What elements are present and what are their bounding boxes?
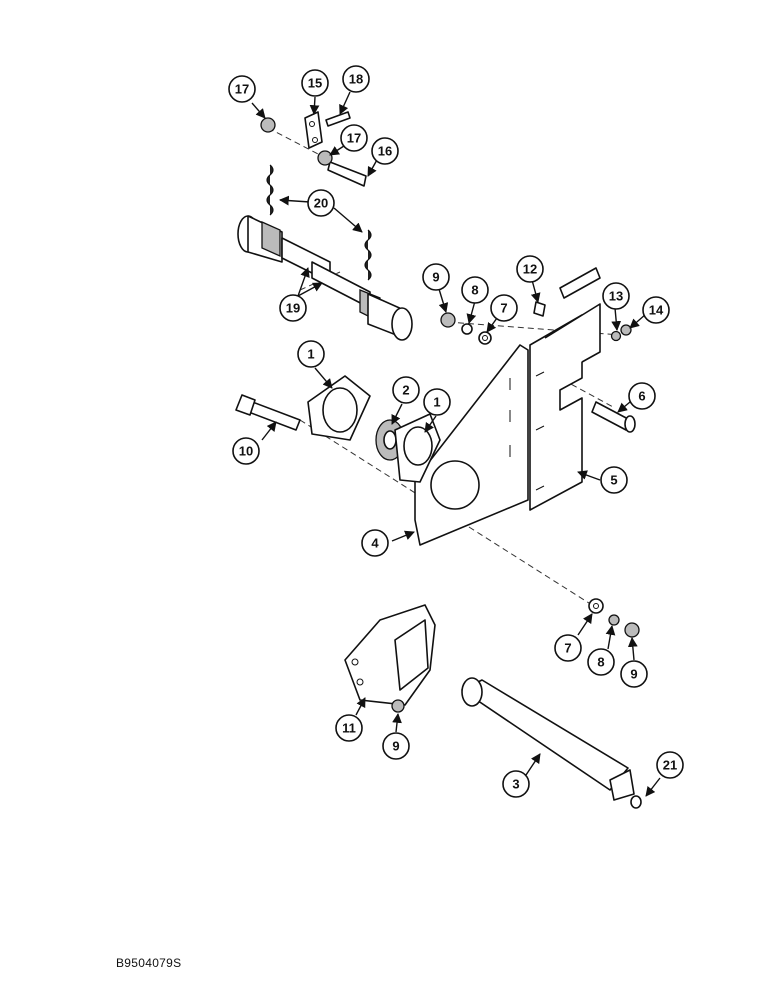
callout-14: 14: [642, 296, 670, 324]
callout-12: 12: [516, 255, 544, 283]
shaft-3: [461, 677, 642, 809]
svg-text:16: 16: [378, 144, 392, 159]
callout-5: 5: [600, 466, 628, 494]
figure-code: B9504079S: [116, 956, 182, 970]
bolt-10: [235, 394, 301, 431]
svg-text:7: 7: [564, 641, 571, 656]
svg-text:14: 14: [649, 303, 664, 318]
svg-text:1: 1: [433, 395, 440, 410]
callout-19: 19: [279, 294, 307, 322]
chain-group: [266, 164, 372, 281]
svg-text:18: 18: [349, 72, 363, 87]
callout-1b: 1: [423, 388, 451, 416]
svg-text:11: 11: [342, 721, 356, 736]
upper-hardware-group: [440, 301, 632, 345]
svg-text:9: 9: [432, 270, 439, 285]
svg-text:17: 17: [235, 82, 249, 97]
callout-17a: 17: [228, 75, 256, 103]
callout-4: 4: [361, 529, 389, 557]
svg-text:3: 3: [512, 777, 519, 792]
svg-text:8: 8: [597, 655, 604, 670]
callout-10: 10: [232, 437, 260, 465]
callout-20: 20: [307, 189, 335, 217]
svg-text:20: 20: [314, 196, 328, 211]
callout-1a: 1: [297, 340, 325, 368]
callout-6: 6: [628, 382, 656, 410]
bolt-6: [591, 401, 636, 433]
callout-3: 3: [502, 770, 530, 798]
svg-text:17: 17: [347, 131, 361, 146]
drive-shaft-group: [237, 215, 413, 341]
svg-text:12: 12: [523, 262, 537, 277]
callout-2: 2: [392, 376, 420, 404]
lower-bracket: [344, 604, 436, 713]
callout-11: 11: [335, 714, 363, 742]
svg-text:13: 13: [609, 289, 623, 304]
svg-text:4: 4: [371, 536, 379, 551]
callout-9c: 9: [382, 732, 410, 760]
svg-text:7: 7: [500, 301, 507, 316]
lower-hardware-group: [588, 598, 640, 638]
callout-13: 13: [602, 282, 630, 310]
callout-17b: 17: [340, 124, 368, 152]
callout-18: 18: [342, 65, 370, 93]
svg-text:1: 1: [307, 347, 314, 362]
svg-text:21: 21: [663, 758, 677, 773]
leaders: [251, 91, 661, 797]
callout-8b: 8: [587, 648, 615, 676]
main-plate: [414, 344, 529, 546]
svg-text:15: 15: [308, 76, 322, 91]
callout-16: 16: [371, 137, 399, 165]
svg-text:5: 5: [610, 473, 617, 488]
svg-text:9: 9: [630, 667, 637, 682]
callout-21: 21: [656, 751, 684, 779]
callout-7b: 7: [554, 634, 582, 662]
svg-text:6: 6: [638, 389, 645, 404]
upper-bracket-group: [260, 111, 367, 187]
svg-text:9: 9: [392, 739, 399, 754]
svg-text:2: 2: [402, 383, 409, 398]
callout-8a: 8: [461, 276, 489, 304]
callout-15: 15: [301, 69, 329, 97]
svg-text:8: 8: [471, 283, 478, 298]
callout-9b: 9: [620, 660, 648, 688]
callout-9a: 9: [422, 263, 450, 291]
svg-text:19: 19: [286, 301, 300, 316]
callout-7a: 7: [490, 294, 518, 322]
right-bracket: [529, 267, 601, 511]
bearing-group: [307, 375, 441, 483]
svg-text:10: 10: [239, 444, 253, 459]
